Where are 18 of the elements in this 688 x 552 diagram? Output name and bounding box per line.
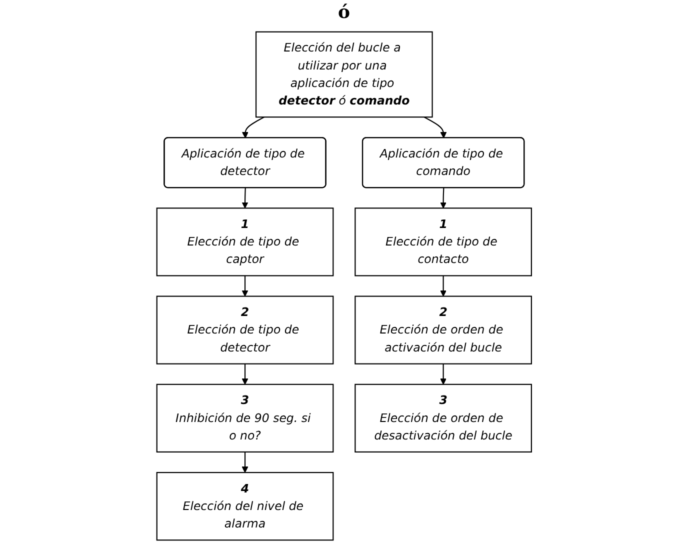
arrow <box>242 276 248 297</box>
node-box: 4 Elección del nivel de alarma <box>156 472 334 541</box>
node-box: 3 Elección de orden de desactivación del bucle <box>354 384 532 453</box>
node-box: 2 Elección de orden de activación del bucle <box>354 296 532 364</box>
separator-label: ó <box>338 2 350 23</box>
node-box: 3 Inhibición de 90 seg. si o no? <box>156 384 334 453</box>
arrow <box>242 188 248 208</box>
arrow <box>242 116 264 138</box>
arrow <box>440 188 446 208</box>
arrow <box>424 116 447 138</box>
node-box: 2 Elección de tipo de detector <box>156 296 334 364</box>
arrow <box>242 364 248 385</box>
node-box: 1 Elección de tipo de contacto <box>354 208 532 276</box>
arrow <box>440 364 446 385</box>
arrow <box>440 276 446 297</box>
node-box: Elección del bucle a utilizar por una aplicación de tipo detector ó comando <box>255 31 433 118</box>
node-box: 1 Elección de tipo de captor <box>156 208 334 276</box>
arrow <box>242 452 248 473</box>
